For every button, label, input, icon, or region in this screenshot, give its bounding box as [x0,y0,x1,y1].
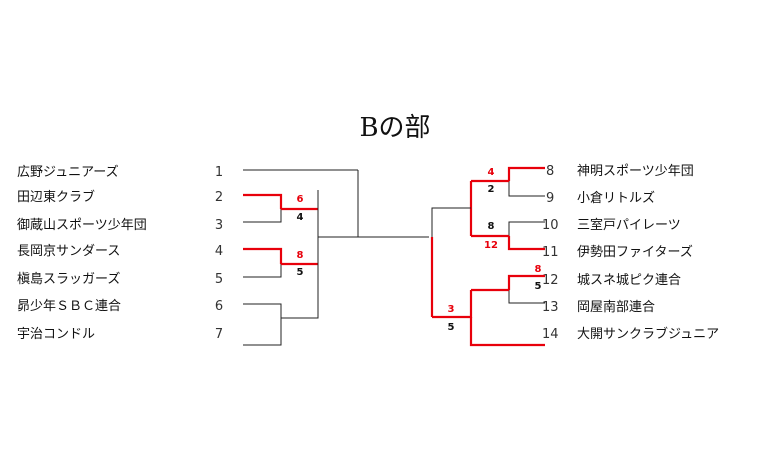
seed-number: 9 [546,191,554,206]
team-name: 昴少年ＳＢＣ連合 [17,299,121,314]
right-team-list: 8 9 10 11 12 13 14 神明スポーツ少年団 小倉リトルズ 三室戸パ… [542,164,719,342]
team-name: 三室戸パイレーツ [577,217,681,233]
team-name: 岡屋南部連合 [577,299,655,315]
bracket-line [357,170,429,238]
bracket-line [508,221,545,236]
team-name: 広野ジュニアーズ [17,164,119,180]
bracket-line-winner [243,247,283,264]
bracket-line-winner [507,166,545,181]
team-name: 御蔵山スポーツ少年団 [17,218,147,233]
bracket-line [317,209,358,238]
bracket-line [431,207,471,237]
score-winner: 6 [297,194,304,205]
bracket-line [243,303,282,346]
bracket-line-winner [469,317,545,347]
bracket-line [508,181,545,197]
seed-number: 11 [542,245,559,260]
score-winner: 8 [297,250,304,261]
team-name: 長岡京サンダース [17,244,120,259]
team-name: 槇島スラッガーズ [17,271,120,287]
bracket-line-winner [507,274,545,290]
team-name: 大開サンクラブジュニア [577,326,719,342]
score-winner: 12 [484,240,498,251]
bracket-line-winner [507,236,545,251]
match-scores: 6 4 8 5 4 2 8 12 8 5 3 5 [297,167,542,333]
bracket-line [243,209,282,223]
team-name: 宇治コンドル [17,327,95,342]
team-name: 伊勢田ファイターズ [577,244,693,260]
bracket-line [281,264,319,319]
score-winner: 3 [448,304,455,315]
bracket-title: Bの部 [359,113,430,143]
seed-number: 14 [542,327,559,342]
bracket-line [243,264,282,278]
team-name: 神明スポーツ少年団 [577,164,694,179]
score-winner: 8 [535,264,542,275]
team-name: 小倉リトルズ [577,190,655,206]
seed-number: 4 [215,244,223,259]
team-name: 田辺東クラブ [17,189,95,205]
score-loser: 2 [488,184,495,195]
seed-number: 6 [215,299,223,314]
bracket-line [508,290,545,304]
score-loser: 5 [297,267,304,278]
score-loser: 4 [297,212,304,223]
score-loser: 8 [488,221,495,232]
score-loser: 5 [448,322,455,333]
seed-number: 10 [542,218,559,233]
seed-number: 2 [215,190,223,205]
seed-number: 1 [215,165,223,180]
seed-number: 8 [546,164,554,179]
seed-number: 12 [542,273,559,288]
seed-number: 5 [215,272,223,287]
left-team-list: 広野ジュニアーズ 田辺東クラブ 御蔵山スポーツ少年団 長岡京サンダース 槇島スラ… [17,164,223,342]
seed-number: 7 [215,327,223,342]
score-winner: 4 [488,167,495,178]
bracket-line-winner [243,193,283,209]
seed-number: 13 [542,300,559,315]
score-loser: 5 [535,281,542,292]
seed-number: 3 [215,218,223,233]
team-name: 城スネ城ピク連合 [577,273,681,288]
right-bracket-lines [430,166,545,347]
left-bracket-lines [243,169,429,346]
